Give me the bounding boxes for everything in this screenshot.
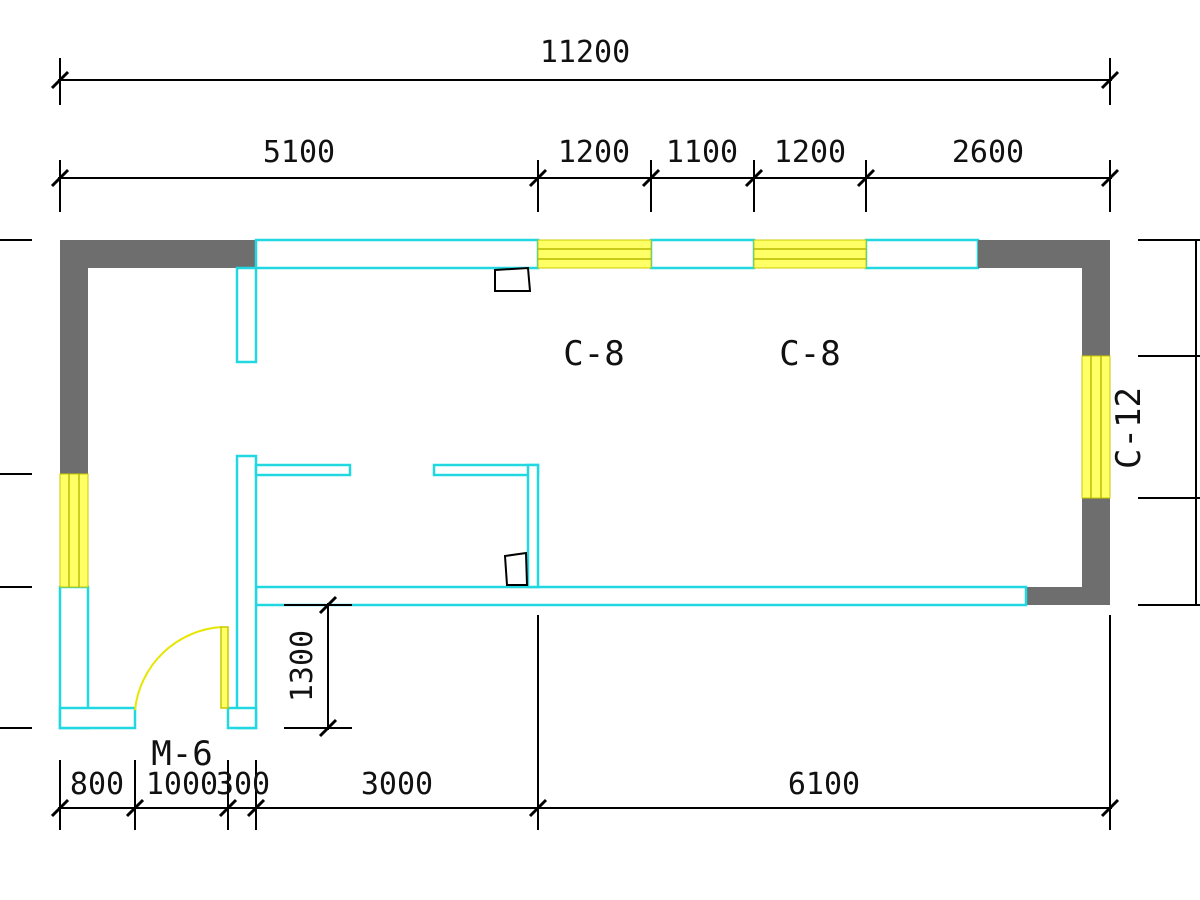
door-jamb-right [226,706,258,730]
dim-bottom-3: 300 [216,767,270,802]
left-wall-solid [60,240,88,474]
inner-wall-top-right [432,463,540,477]
window-c8-right [753,239,867,269]
dim-bottom-4: 3000 [361,767,433,802]
label-window-c8-right: C-8 [779,334,840,374]
fixture-box-top [494,266,532,292]
dim-bottom-1: 800 [70,767,124,802]
dim-top-5: 2600 [952,135,1024,170]
inner-wall-right [526,463,540,589]
top-wall-segment-3 [864,238,980,270]
right-wall-solid-upper [1082,240,1110,356]
label-window-c8-left: C-8 [563,334,624,374]
bottom-left-wall [58,706,137,730]
dim-bottom-5: 6100 [788,767,860,802]
window-c12 [1081,355,1111,499]
fixtures [494,266,532,586]
inner-vertical-dimension: 1300 [284,595,352,738]
window-c8-left [537,239,652,269]
inner-wall-top-left [254,463,352,477]
walls [58,238,1110,730]
top-wall-solid-left [60,240,256,268]
dim-vertical-inner: 1300 [285,630,320,702]
dim-top-3: 1100 [666,135,738,170]
segment-dimensions-top: 5100 1200 1100 1200 2600 [50,135,1120,212]
bottom-wall [254,585,1028,607]
partition-upper [235,266,258,364]
partition-lower [235,454,258,730]
dim-overall-top: 11200 [540,35,630,70]
dim-top-2: 1200 [558,135,630,170]
label-window-c12: C-12 [1109,387,1149,469]
side-extension-lines [0,239,1200,729]
labels: C-8 C-8 C-12 M-6 [151,334,1149,774]
bottom-right-solid [1026,587,1110,605]
window-left-wall [59,473,89,588]
segment-dimensions-bottom: 800 1000 300 3000 6100 [50,615,1120,830]
windows [59,239,1111,588]
dim-bottom-2: 1000 [146,767,218,802]
top-wall-segment-1 [254,238,540,270]
overall-dimension-top: 11200 [50,35,1120,105]
fixture-box-inner [503,551,529,586]
dim-top-4: 1200 [774,135,846,170]
door-m6 [134,626,229,711]
top-wall-segment-2 [649,238,756,270]
label-door-m6: M-6 [151,734,212,774]
dim-top-1: 5100 [263,135,335,170]
